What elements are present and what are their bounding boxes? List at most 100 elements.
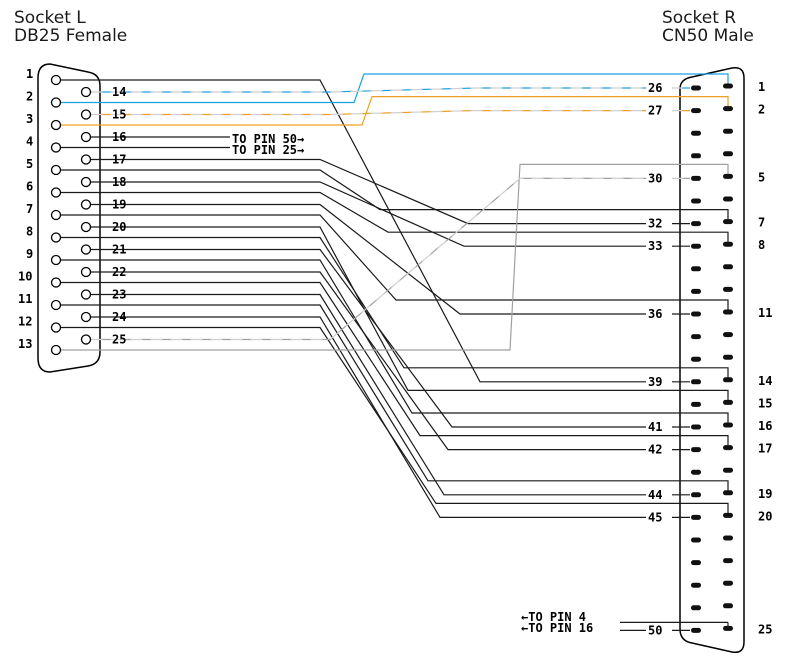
right-wire-label: 45 xyxy=(648,510,662,524)
wire-7-to-11 xyxy=(60,214,729,312)
right-wire-label: 44 xyxy=(648,488,662,502)
wire-2-to-1 xyxy=(60,73,729,104)
left-pin-22 xyxy=(80,266,92,278)
right-pin-22 xyxy=(723,558,733,564)
wire-layer xyxy=(60,73,729,632)
left-pin-9 xyxy=(50,254,62,266)
wire-24-to-45 xyxy=(90,316,690,518)
left-pin-number: 6 xyxy=(26,180,33,194)
left-pin-5 xyxy=(50,164,62,176)
note-to-pin4: ←TO PIN 4 xyxy=(521,610,586,624)
left-pin-19 xyxy=(80,199,92,210)
wire-14-to-26 xyxy=(90,87,690,93)
left-wire-label: 23 xyxy=(112,288,126,302)
wire-21-to-41 xyxy=(90,248,690,428)
right-label-bg xyxy=(646,488,672,501)
right-wire-label: 42 xyxy=(648,443,662,457)
right-pin-number: 7 xyxy=(758,216,765,230)
wire-18-to-33 xyxy=(90,181,690,247)
right-pin-4 xyxy=(723,151,733,157)
right-pin-24 xyxy=(723,603,733,609)
right-socket-title: Socket R xyxy=(662,8,736,28)
right-pin-number: 16 xyxy=(758,419,772,433)
right-wire-label: 33 xyxy=(648,239,662,253)
left-pin-1 xyxy=(50,74,62,86)
left-pin-number: 9 xyxy=(26,247,33,261)
wire-13-to-5 xyxy=(60,163,729,351)
right-pin-13 xyxy=(723,354,733,360)
right-label-bg xyxy=(646,172,672,185)
right-pin-9 xyxy=(723,264,733,270)
right-wire-label: 41 xyxy=(648,420,662,434)
right-pin-3 xyxy=(723,128,733,134)
wire-dash-25 xyxy=(90,177,690,341)
left-pin-4 xyxy=(50,142,62,153)
wire-20-to-15 xyxy=(90,226,729,403)
cn50-connector-shell xyxy=(679,66,745,654)
wire-dash-15 xyxy=(90,110,690,116)
left-wire-label: 15 xyxy=(112,108,126,122)
right-label-bg xyxy=(646,443,672,456)
left-pin-24 xyxy=(80,311,92,323)
left-pin-8 xyxy=(50,232,62,243)
left-pin-12 xyxy=(50,322,62,333)
note-pin4-to-pin25: TO PIN 25→ xyxy=(232,143,304,157)
wire-3-to-2 xyxy=(60,96,729,126)
right-wire-label: 27 xyxy=(648,104,662,118)
right-pin-25 xyxy=(723,625,733,631)
right-pin-number: 19 xyxy=(758,487,772,501)
right-label-bg xyxy=(646,82,672,94)
right-pin-number: 11 xyxy=(758,306,772,320)
wire-1-to-39 xyxy=(60,79,690,383)
left-pin-number: 10 xyxy=(18,270,32,284)
right-pin-48 xyxy=(691,582,701,588)
right-pin-11 xyxy=(723,309,733,315)
right-pin-31 xyxy=(691,198,701,204)
left-wire-label: 20 xyxy=(112,220,126,234)
right-pin-number: 15 xyxy=(758,396,772,410)
right-pin-16 xyxy=(723,422,733,428)
right-pin-47 xyxy=(691,560,701,566)
right-label-bg xyxy=(646,104,672,117)
right-pin-50 xyxy=(691,627,701,633)
right-pin-19 xyxy=(723,490,733,496)
wire-9-to-16 xyxy=(60,259,729,425)
left-pin-number: 2 xyxy=(26,90,33,104)
right-pin-number: 1 xyxy=(758,80,765,94)
left-pin-14 xyxy=(80,86,92,98)
right-pin-27 xyxy=(691,108,701,114)
wire-17-to-32 xyxy=(90,158,690,225)
right-wire-label: 26 xyxy=(648,81,662,95)
left-wire-label: 22 xyxy=(112,265,126,279)
right-pin-42 xyxy=(691,447,701,453)
right-pin-44 xyxy=(691,492,701,498)
left-wire-label: 19 xyxy=(112,198,126,212)
right-pin-21 xyxy=(723,535,733,541)
wire-6-to-8 xyxy=(60,191,729,245)
note-pin16-to-pin50: TO PIN 50→ xyxy=(232,132,304,146)
right-label-bg xyxy=(646,217,672,230)
left-wire-label: 24 xyxy=(112,310,126,324)
left-wire-label: 21 xyxy=(112,243,126,257)
right-pin-37 xyxy=(691,334,701,340)
right-label-bg xyxy=(646,624,672,637)
left-pin-23 xyxy=(80,289,92,300)
left-pin-7 xyxy=(50,209,62,221)
right-pin-28 xyxy=(691,130,701,136)
left-pin-number: 12 xyxy=(18,315,32,329)
wire-19-to-36 xyxy=(90,203,690,315)
wire-11-to-19 xyxy=(60,304,729,493)
right-label-bg xyxy=(646,375,672,388)
left-pin-20 xyxy=(80,221,92,233)
right-pin-49 xyxy=(691,605,701,611)
right-label-bg xyxy=(646,240,672,253)
right-pin-1 xyxy=(723,83,733,89)
right-pin-10 xyxy=(723,286,733,292)
right-label-bg xyxy=(646,511,672,524)
right-pin-41 xyxy=(691,424,701,430)
left-pin-15 xyxy=(80,109,92,120)
right-pin-35 xyxy=(691,288,701,294)
right-pin-33 xyxy=(691,243,701,249)
right-wire-label: 30 xyxy=(648,171,662,185)
right-pin-20 xyxy=(723,512,733,518)
